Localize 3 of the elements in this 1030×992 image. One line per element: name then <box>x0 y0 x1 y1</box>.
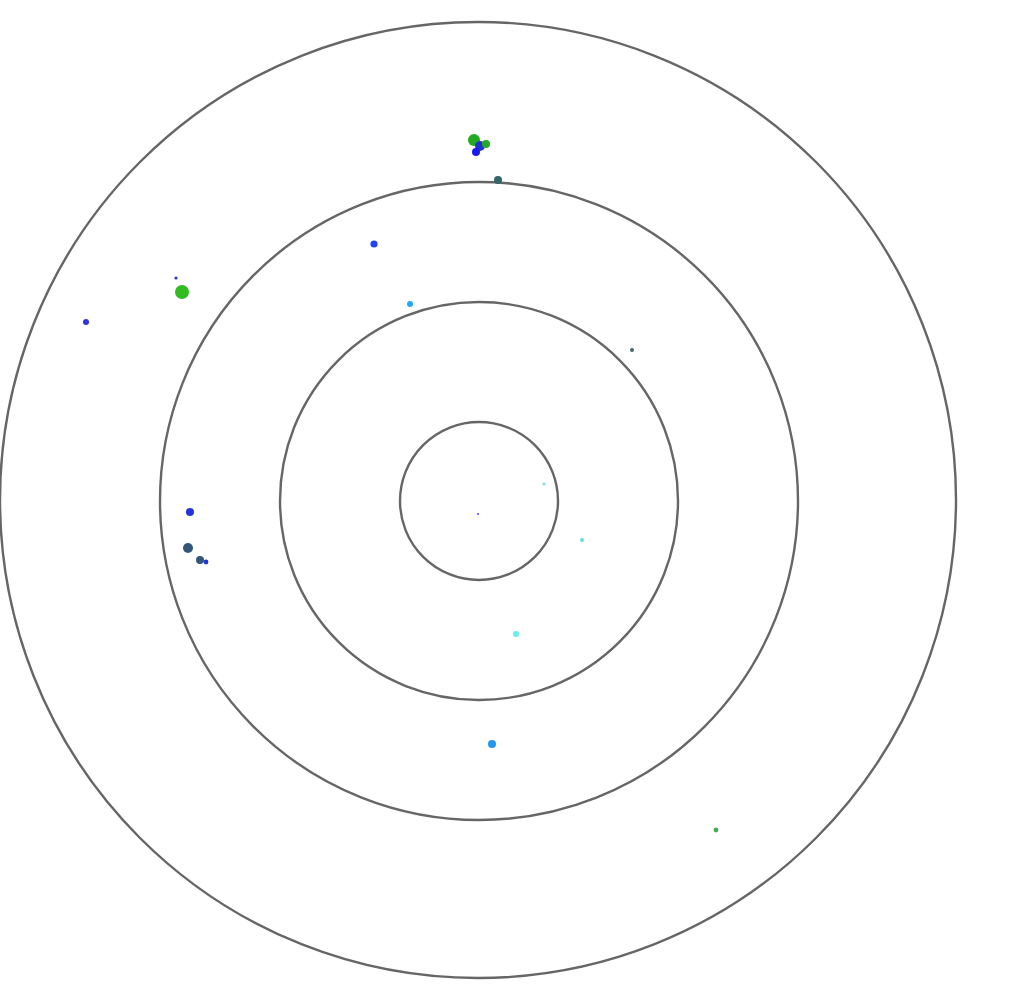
ring-circle <box>159 181 797 819</box>
ring-circle <box>399 421 557 579</box>
ring-circle <box>279 301 677 699</box>
